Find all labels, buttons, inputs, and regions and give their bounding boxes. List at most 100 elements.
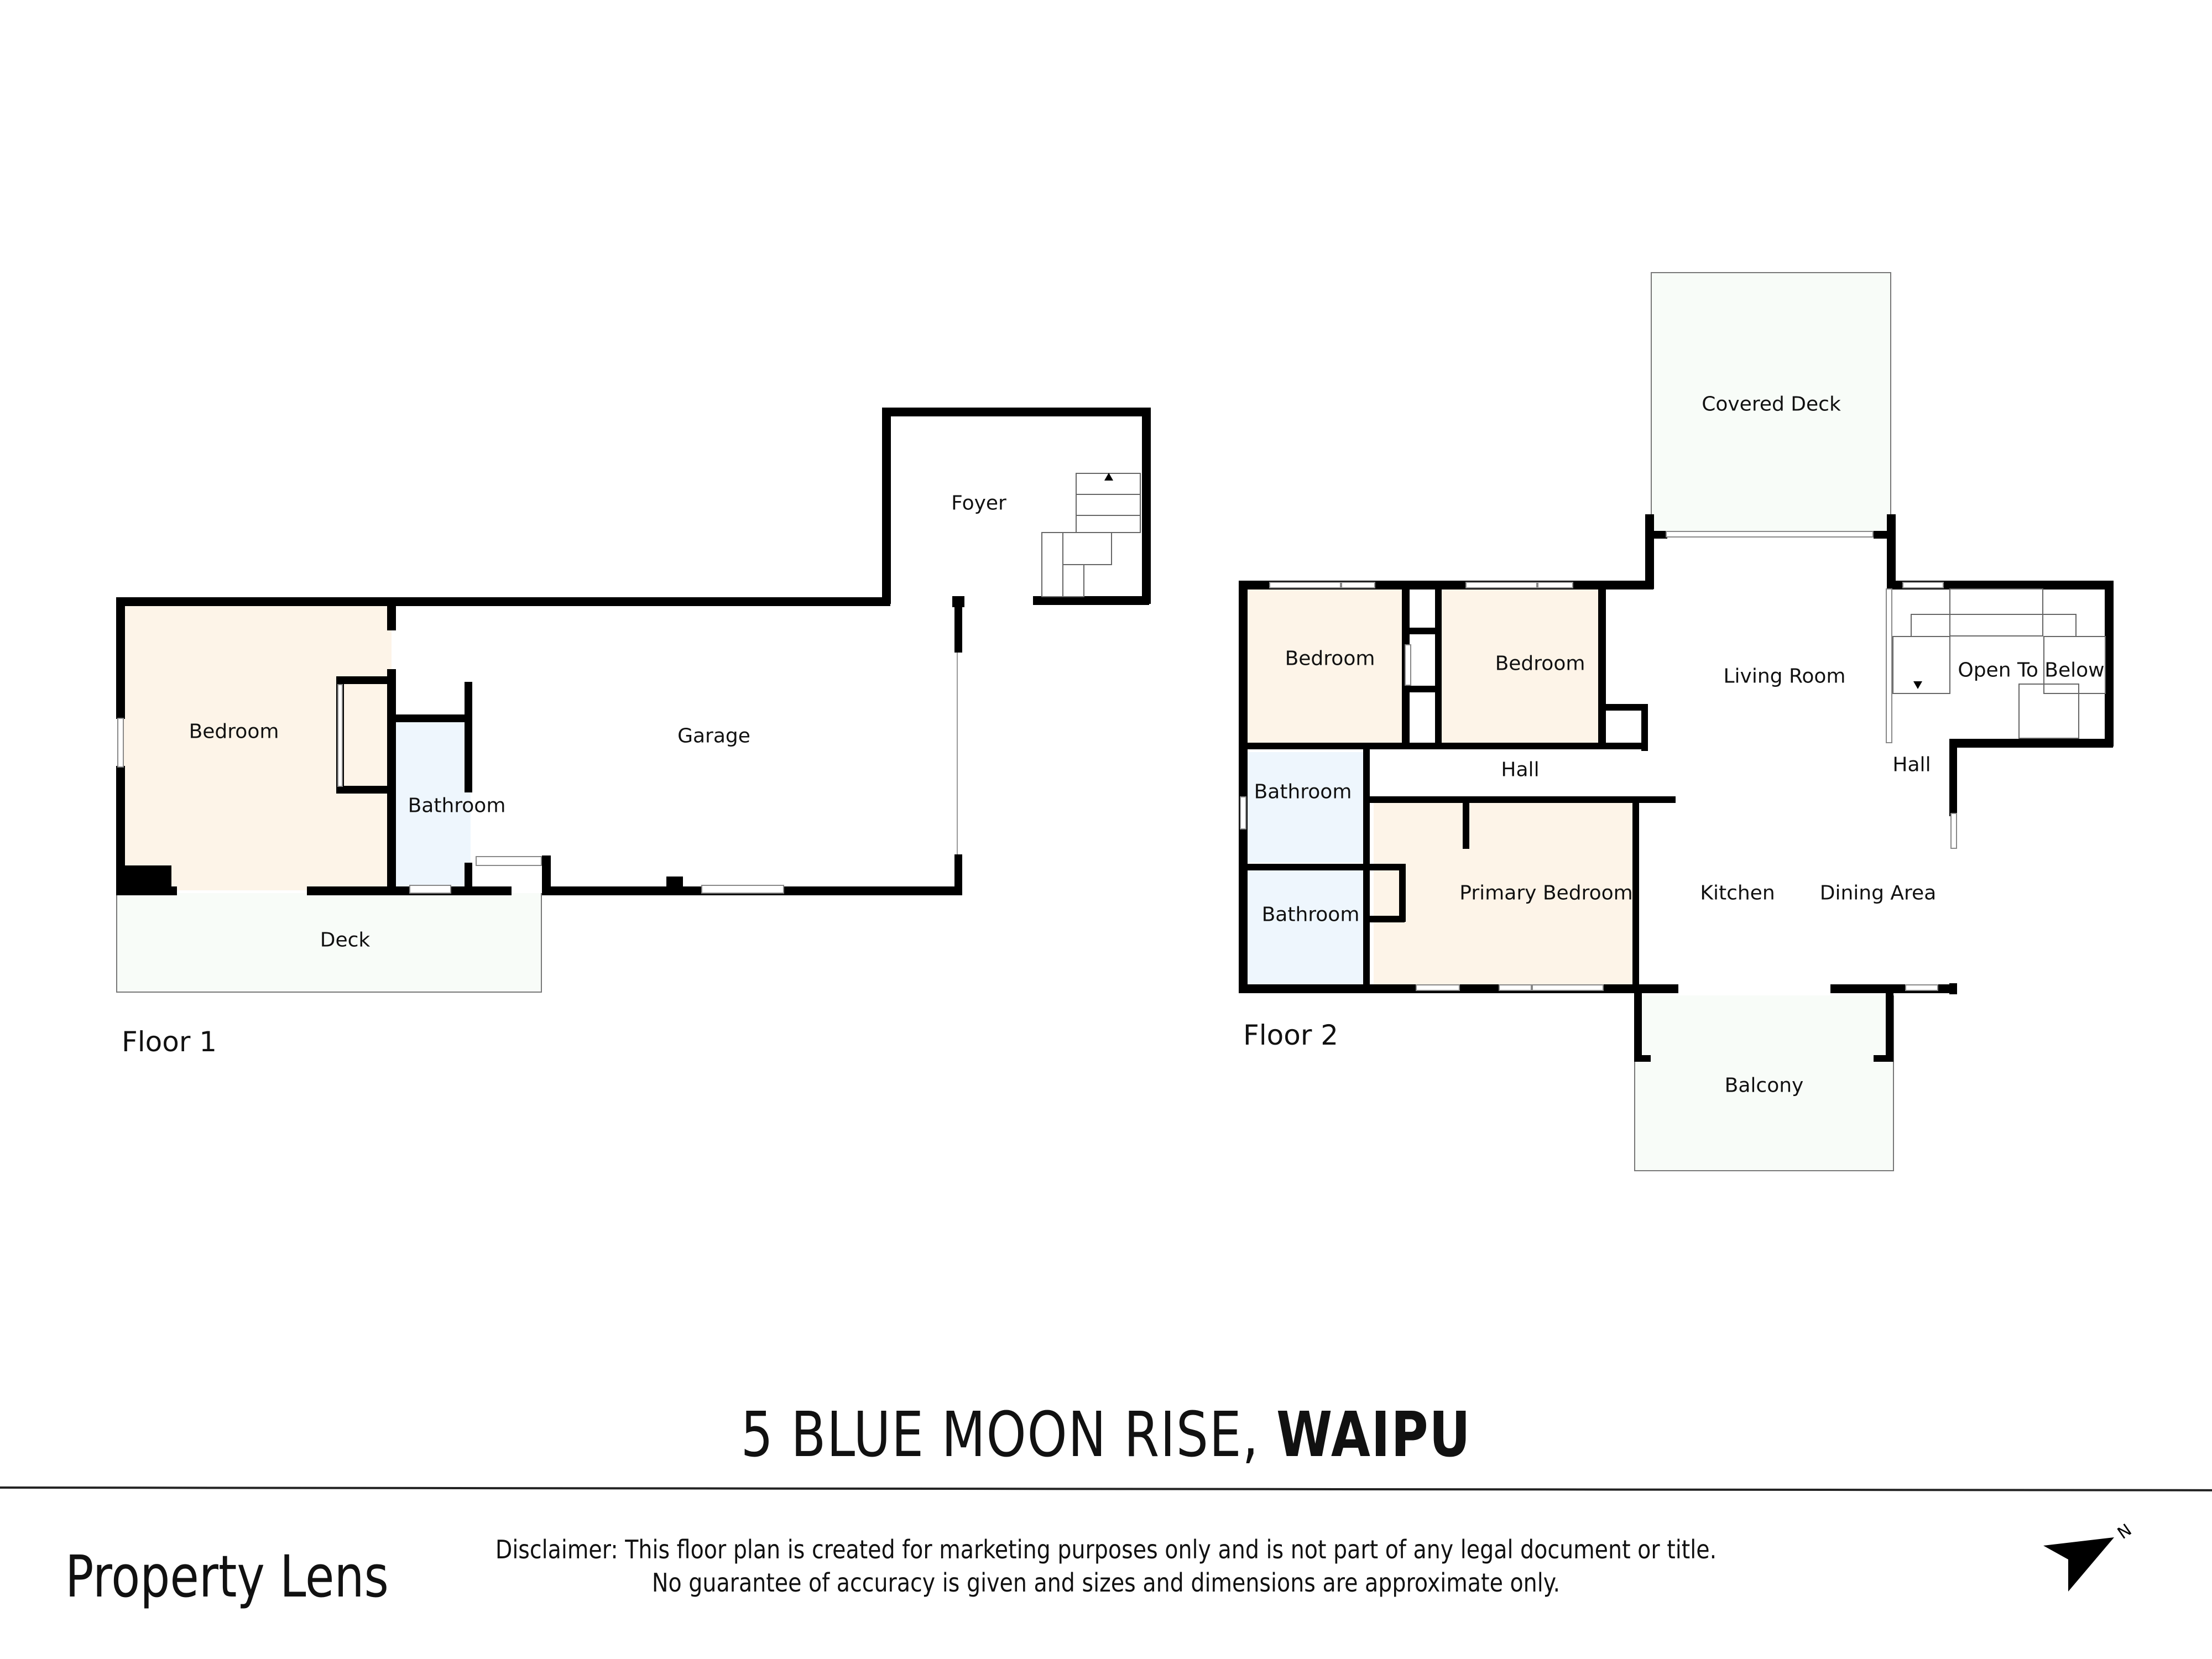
wall bbox=[1402, 628, 1441, 634]
wall bbox=[1632, 796, 1639, 990]
staircase bbox=[2043, 636, 2106, 694]
wall bbox=[387, 597, 396, 630]
room-bedroom-1-fill bbox=[1245, 587, 1403, 747]
wall bbox=[465, 682, 472, 792]
wall bbox=[1239, 581, 1248, 993]
wall bbox=[387, 714, 470, 722]
property-address-title: 5 BLUE MOON RISE, WAIPU bbox=[199, 1399, 2013, 1471]
window bbox=[1532, 984, 1604, 991]
address-suburb: WAIPU bbox=[1276, 1399, 1472, 1471]
window bbox=[337, 684, 343, 787]
room-label-kitchen: Kitchen bbox=[1700, 881, 1775, 905]
wall bbox=[1634, 984, 1642, 1062]
disclaimer-line-1: Disclaimer: This floor plan is created f… bbox=[495, 1535, 1717, 1564]
wall bbox=[1239, 864, 1405, 870]
window bbox=[1465, 582, 1537, 588]
garage-door-line bbox=[957, 653, 958, 854]
wall bbox=[1399, 864, 1406, 922]
staircase bbox=[1911, 614, 2077, 637]
address-street: 5 BLUE MOON RISE, bbox=[740, 1399, 1276, 1471]
wall bbox=[1598, 704, 1648, 711]
wall bbox=[336, 676, 392, 684]
staircase bbox=[2018, 684, 2079, 739]
room-bathroom-2-fill bbox=[1245, 870, 1368, 987]
wall bbox=[954, 854, 962, 895]
wall bbox=[465, 863, 472, 894]
wall bbox=[116, 597, 125, 719]
room-label-open-to-below: Open To Below bbox=[1958, 659, 2105, 682]
wall bbox=[116, 886, 177, 895]
stair-direction-down-icon bbox=[1913, 681, 1922, 689]
brand-logo-text: Property Lens bbox=[65, 1543, 389, 1610]
compass-north-label: N bbox=[2114, 1521, 2135, 1543]
staircase bbox=[1949, 588, 2043, 637]
window bbox=[1405, 644, 1411, 686]
room-label-dining-area: Dining Area bbox=[1819, 881, 1937, 905]
floor-2-label: Floor 2 bbox=[1243, 1019, 1339, 1051]
wall bbox=[542, 855, 551, 894]
window bbox=[1499, 984, 1532, 991]
wall bbox=[882, 408, 891, 604]
room-label-bedroom: Bedroom bbox=[189, 720, 279, 743]
room-bedroom-fill bbox=[121, 605, 392, 890]
room-label-primary-bedroom: Primary Bedroom bbox=[1459, 881, 1633, 905]
wall bbox=[666, 877, 683, 888]
room-label-hall-1: Hall bbox=[1501, 758, 1540, 781]
wall bbox=[1887, 514, 1896, 589]
room-balcony-fill bbox=[1634, 995, 1894, 1171]
window bbox=[476, 856, 542, 866]
window bbox=[117, 718, 124, 768]
wall bbox=[2105, 581, 2114, 747]
wall bbox=[882, 408, 1150, 416]
staircase bbox=[1041, 532, 1063, 597]
room-label-bedroom-2: Bedroom bbox=[1495, 652, 1585, 675]
wall bbox=[1142, 408, 1151, 604]
window bbox=[409, 885, 451, 894]
window bbox=[1240, 796, 1246, 830]
staircase bbox=[1062, 532, 1112, 565]
room-bedroom-2-fill bbox=[1438, 587, 1601, 747]
wall bbox=[1598, 581, 1606, 747]
wall bbox=[1435, 581, 1442, 747]
stair-direction-up-icon bbox=[1104, 473, 1113, 481]
window bbox=[1905, 984, 1938, 991]
staircase bbox=[1076, 494, 1141, 516]
window bbox=[1950, 813, 1957, 849]
window bbox=[1269, 582, 1341, 588]
room-label-deck: Deck bbox=[320, 928, 371, 952]
room-label-bathroom-2: Bathroom bbox=[1261, 903, 1360, 926]
wall bbox=[116, 597, 890, 606]
room-covered-deck-fill bbox=[1651, 272, 1891, 536]
wall bbox=[1949, 739, 1957, 816]
window bbox=[1416, 984, 1460, 991]
window bbox=[1341, 582, 1375, 588]
wall bbox=[1874, 1055, 1893, 1062]
wall bbox=[952, 596, 964, 607]
wall bbox=[387, 669, 396, 893]
wall bbox=[954, 597, 962, 653]
wall bbox=[336, 786, 392, 794]
staircase bbox=[1892, 636, 1950, 694]
wall bbox=[1363, 916, 1405, 922]
floor-1-label: Floor 1 bbox=[122, 1026, 217, 1058]
wall bbox=[1402, 686, 1441, 692]
room-label-foyer: Foyer bbox=[951, 492, 1006, 515]
wall bbox=[1463, 796, 1469, 849]
room-bathroom-1-fill bbox=[1245, 752, 1368, 863]
wall bbox=[1033, 596, 1149, 605]
window bbox=[1666, 531, 1874, 538]
room-label-bathroom-1: Bathroom bbox=[1254, 780, 1352, 804]
wall bbox=[1949, 739, 2113, 748]
wall bbox=[1634, 1055, 1651, 1062]
staircase bbox=[1076, 515, 1141, 533]
room-label-bathroom: Bathroom bbox=[408, 794, 506, 817]
window bbox=[701, 885, 784, 894]
north-compass-icon: N bbox=[2035, 1520, 2157, 1615]
room-deck-fill bbox=[116, 893, 542, 993]
room-label-bedroom-1: Bedroom bbox=[1285, 647, 1375, 670]
disclaimer-line-2: No guarantee of accuracy is given and si… bbox=[651, 1568, 1561, 1598]
wall bbox=[1634, 984, 1678, 993]
window bbox=[1902, 582, 1944, 588]
stair-railing bbox=[1886, 588, 1892, 743]
